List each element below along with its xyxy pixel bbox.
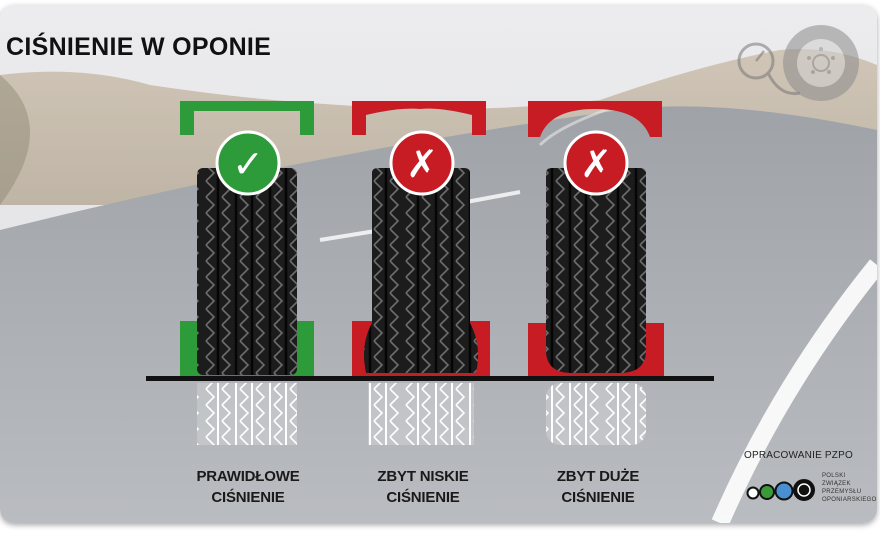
cross-icon: ✗ xyxy=(406,142,438,186)
tire-reflection-low xyxy=(368,383,474,445)
logo-wordmark: POLSKI ZWIĄZEK PRZEMYSŁU OPONIARSKIEGO xyxy=(822,472,877,504)
tire-reflection-high xyxy=(546,383,646,445)
tire-wheel-icon xyxy=(783,25,859,101)
caption-line: PRAWIDŁOWE xyxy=(196,468,300,485)
road-scene: ✓ ✗ ✗ xyxy=(0,5,877,523)
caption-correct-pressure: PRAWIDŁOWE CIŚNIENIE xyxy=(163,466,333,508)
ground-line xyxy=(146,376,714,381)
logo-word: OPONIARSKIEGO xyxy=(822,497,877,503)
caption-line: CIŚNIENIE xyxy=(211,489,285,506)
tire-high xyxy=(546,168,646,373)
logo-word: POLSKI xyxy=(822,473,846,479)
caption-line: CIŚNIENIE xyxy=(561,489,635,506)
pressure-gauge-icon xyxy=(737,42,801,96)
cross-icon: ✗ xyxy=(580,142,612,186)
checkmark-icon: ✓ xyxy=(232,142,264,186)
panel-low-pressure: ✗ xyxy=(352,101,490,445)
caption-line: ZBYT NISKIE xyxy=(377,468,469,485)
caption-high-pressure: ZBYT DUŻE CIŚNIENIE xyxy=(513,466,683,508)
pzpo-logo: POLSKI ZWIĄZEK PRZEMYSŁU OPONIARSKIEGO xyxy=(746,473,876,509)
credit-label: OPRACOWANIE PZPO xyxy=(744,450,853,461)
logo-word: ZWIĄZEK xyxy=(822,481,851,487)
infographic-card: ✓ ✗ ✗ CIŚNIENIE W OPONIE PRAWIDŁOWE CIŚN… xyxy=(0,5,877,523)
panel-correct-pressure: ✓ xyxy=(180,101,314,445)
tire-low xyxy=(364,168,478,373)
pzpo-logo-dots xyxy=(746,479,815,501)
page-title: CIŚNIENIE W OPONIE xyxy=(6,33,272,61)
logo-word: PRZEMYSŁU xyxy=(822,489,862,495)
caption-low-pressure: ZBYT NISKIE CIŚNIENIE xyxy=(338,466,508,508)
tire-correct xyxy=(197,168,297,375)
tire-reflection-correct xyxy=(197,383,297,445)
panel-high-pressure: ✗ xyxy=(528,101,664,445)
tread-profile-high xyxy=(528,101,662,137)
caption-line: ZBYT DUŻE xyxy=(556,468,640,485)
caption-line: CIŚNIENIE xyxy=(386,489,460,506)
tread-profile-low xyxy=(352,101,486,135)
tread-profile-correct xyxy=(180,101,314,135)
